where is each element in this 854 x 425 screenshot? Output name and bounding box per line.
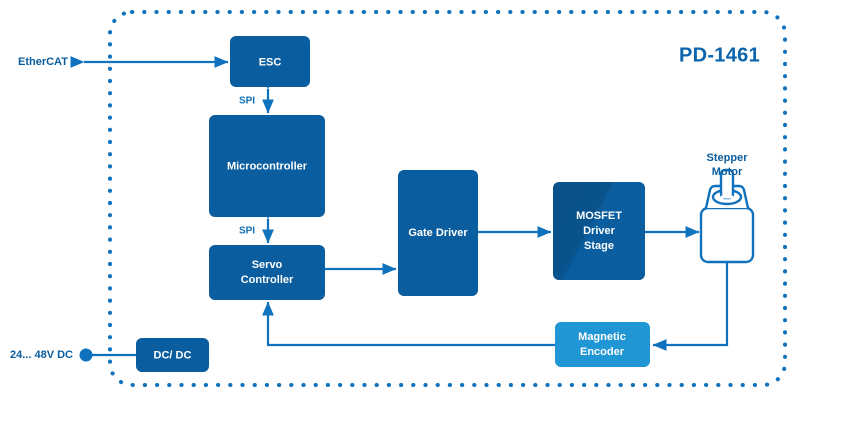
signal-label-spi-mcu-servo: SPI bbox=[239, 226, 255, 237]
connection-lines bbox=[70, 56, 729, 357]
block-microcontroller[interactable]: Microcontroller bbox=[209, 115, 325, 217]
block-mosfet-driver-stage-label-line1: MOSFET bbox=[576, 210, 622, 222]
block-magnetic-encoder-label-line2: Encoder bbox=[580, 346, 625, 358]
block-esc-label: ESC bbox=[259, 56, 282, 68]
power-input-connector-icon bbox=[79, 348, 93, 362]
block-mosfet-driver-stage[interactable]: MOSFET Driver Stage bbox=[553, 182, 645, 280]
block-microcontroller-label: Microcontroller bbox=[227, 160, 308, 172]
stepper-motor-label-line2: Motor bbox=[712, 166, 743, 178]
signal-label-spi-esc-mcu: SPI bbox=[239, 96, 255, 107]
block-servo-controller[interactable]: Servo Controller bbox=[209, 245, 325, 300]
power-input-label: 24... 48V DC bbox=[10, 349, 73, 361]
module-title: PD-1461 bbox=[679, 44, 760, 66]
block-magnetic-encoder[interactable]: Magnetic Encoder bbox=[555, 322, 650, 367]
block-magnetic-encoder-label-line1: Magnetic bbox=[578, 331, 626, 343]
stepper-motor-label-line1: Stepper bbox=[707, 152, 749, 164]
stepper-motor-icon bbox=[699, 168, 755, 264]
block-servo-controller-label-line2: Controller bbox=[241, 274, 294, 286]
block-gate-driver-label: Gate Driver bbox=[408, 227, 468, 239]
connection-encoder-servo bbox=[262, 301, 555, 347]
block-mosfet-driver-stage-label-line2: Driver bbox=[583, 225, 616, 237]
block-esc[interactable]: ESC bbox=[230, 36, 310, 87]
block-servo-controller-label-line1: Servo bbox=[252, 259, 283, 271]
block-gate-driver[interactable]: Gate Driver bbox=[398, 170, 478, 296]
pd-1461-module-boundary bbox=[108, 10, 787, 387]
block-dc-dc-converter[interactable]: DC/ DC bbox=[136, 338, 209, 372]
ethercat-label: EtherCAT bbox=[18, 56, 68, 68]
block-dc-dc-converter-label: DC/ DC bbox=[154, 349, 192, 361]
block-mosfet-driver-stage-label-line3: Stage bbox=[584, 240, 614, 252]
connection-motor-encoder bbox=[652, 262, 729, 351]
